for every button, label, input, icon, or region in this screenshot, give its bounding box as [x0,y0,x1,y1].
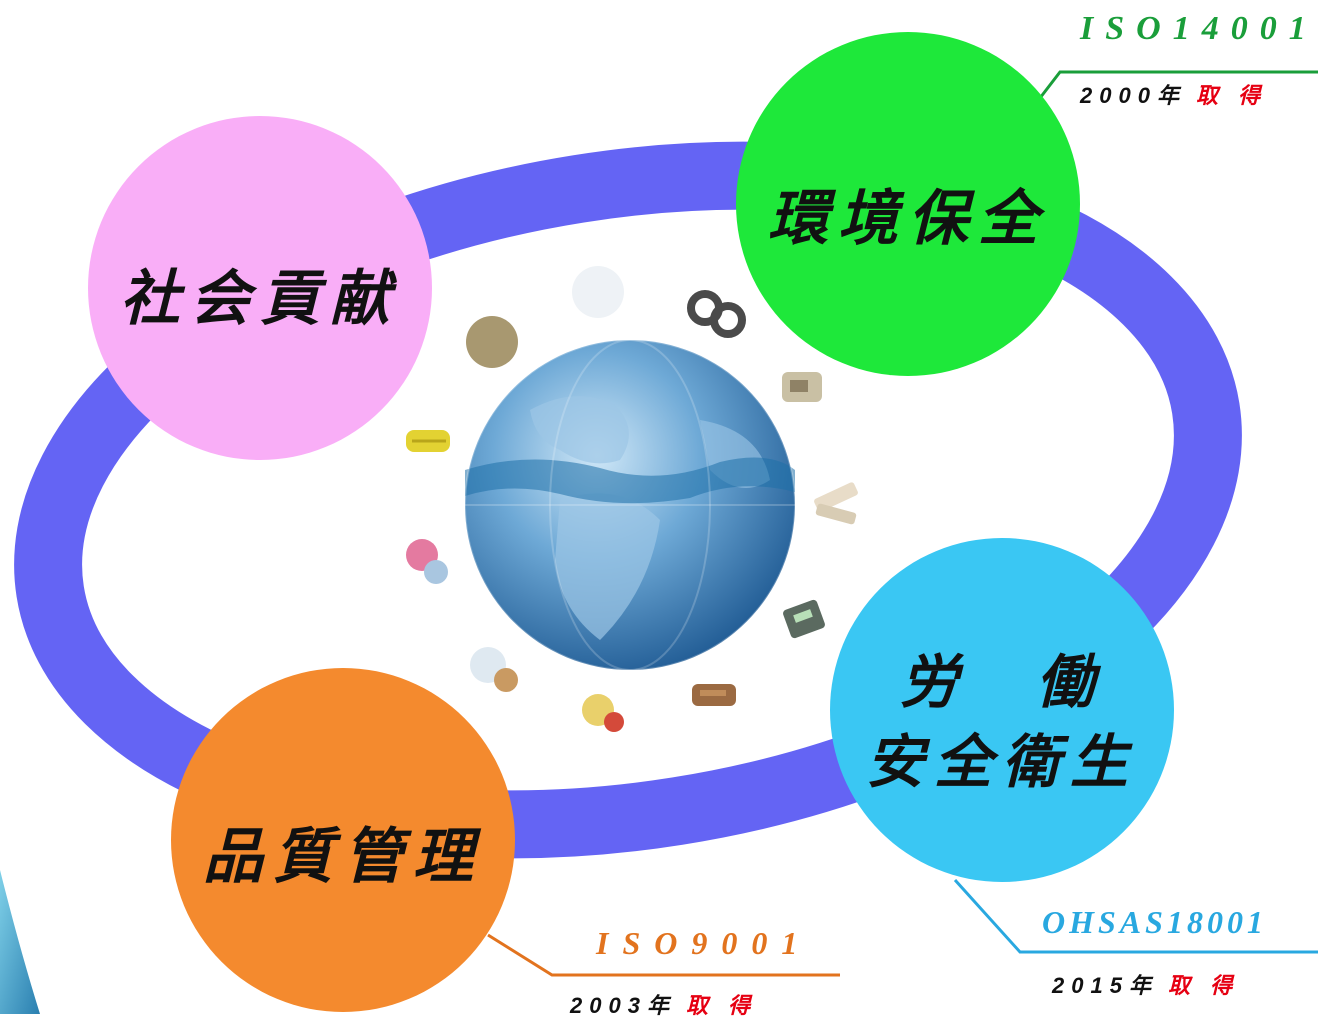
corner-decoration [0,870,40,1014]
ohsas18001-leader-line [953,878,1318,954]
safety-health-label-line1: 労 働 [899,648,1104,716]
ohsas18001-name: OHSAS18001 [1042,904,1267,940]
iso9001-name: ISO9001 [596,925,812,961]
quality-circle [171,668,515,1012]
social-contribution-label: 社会貢献 [120,264,400,334]
iso14001-acquired: 取 得 [1195,83,1268,108]
safety-health-label-line2: 安全衛生 [865,728,1138,796]
iso14001-leader-line [1038,70,1318,99]
quality-label: 品質管理 [203,822,483,892]
wood-chips-icon [692,684,736,706]
iso14001-year-text: 2000年 [1080,83,1186,108]
social-contribution-circle [88,116,432,460]
wood-scraps-icon [814,482,858,525]
soil-pile-icon [466,316,518,368]
safety-health-circle [830,538,1174,882]
cycle-ring [14,141,1242,859]
rubble-icon [782,372,822,402]
food-waste-icon [582,694,624,732]
environment-circle [736,32,1080,376]
mixed-waste-icon [406,539,448,584]
iso9001-year: 2003年取 得 [570,988,757,1020]
ohsas18001-year-text: 2015年 [1052,973,1158,998]
salt-pile-icon [572,266,624,318]
ohsas18001-year: 2015年取 得 [1052,968,1239,1000]
iso9001-leader-line [487,933,840,977]
material-icons [406,266,858,732]
electronics-icon [783,599,825,639]
tire-icon [687,290,746,338]
iso14001-year: 2000年取 得 [1080,78,1267,110]
paper-waste-icon [470,647,518,692]
environment-label: 環境保全 [768,184,1048,254]
iso9001-year-text: 2003年 [570,993,676,1018]
pipes-icon [406,430,450,452]
globe-image [464,339,796,671]
iso14001-name: ISO14001 [1080,10,1318,47]
ohsas18001-acquired: 取 得 [1167,973,1240,998]
iso9001-acquired: 取 得 [685,993,758,1018]
